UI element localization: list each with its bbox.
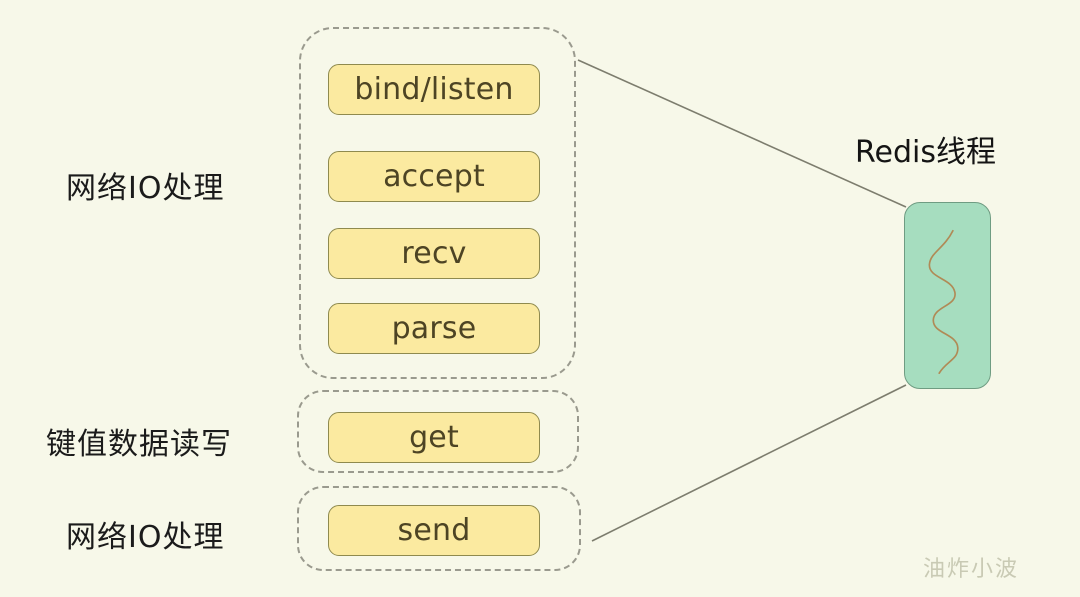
group-label-network-io-out: 网络IO处理 (66, 520, 225, 555)
group-container-network-io-out (297, 486, 581, 571)
redis-thread-label: Redis线程 (855, 135, 996, 170)
op-box-recv[interactable]: recv (328, 228, 540, 279)
op-box-bind-listen[interactable]: bind/listen (328, 64, 540, 115)
op-box-accept[interactable]: accept (328, 151, 540, 202)
op-box-get[interactable]: get (328, 412, 540, 463)
thread-squiggle-icon (928, 229, 959, 375)
group-container-network-io-in (299, 27, 576, 379)
group-label-network-io-in: 网络IO处理 (66, 171, 225, 206)
connector-network-io-out-to-thread (591, 384, 907, 542)
group-label-keyvalue: 键值数据读写 (46, 427, 232, 462)
watermark: 油炸小波 (923, 557, 1020, 582)
op-box-send[interactable]: send (328, 505, 540, 556)
op-box-parse[interactable]: parse (328, 303, 540, 354)
redis-thread-box[interactable] (904, 202, 991, 389)
group-container-keyvalue (297, 390, 579, 473)
